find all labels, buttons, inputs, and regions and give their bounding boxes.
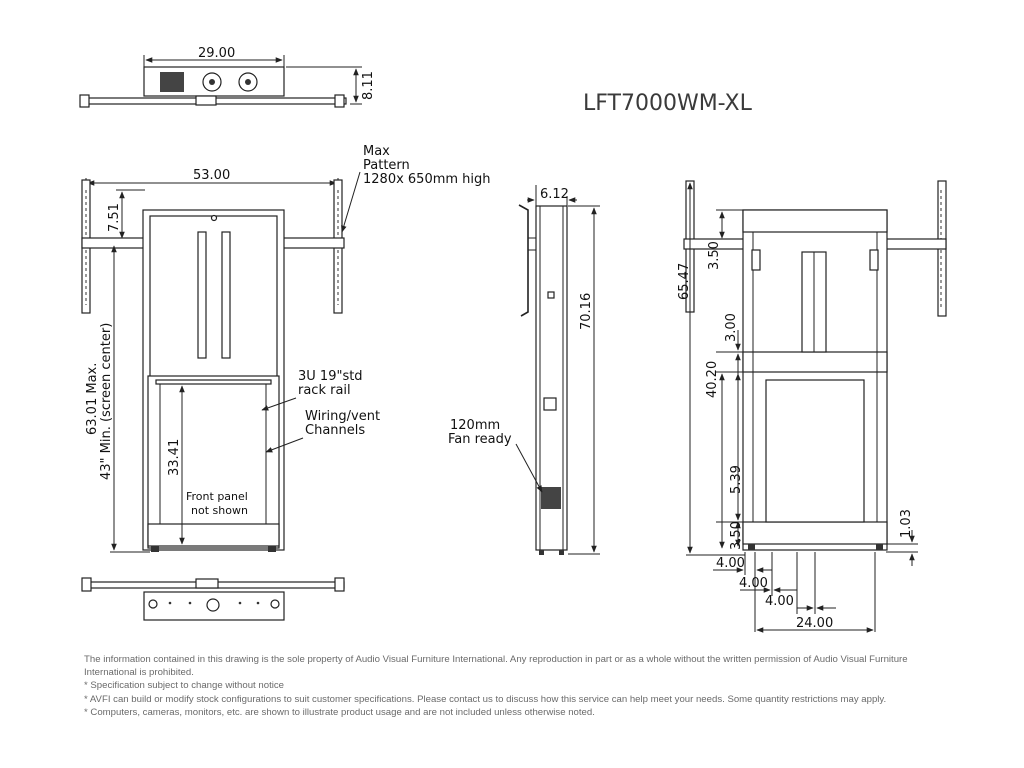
dim-top-height: 8.11 bbox=[361, 71, 376, 100]
top-fan-grille bbox=[160, 72, 184, 92]
dim-front-height-min: 43" Min. (screen center) bbox=[99, 323, 114, 480]
dim-rear-height-total: 65.47 bbox=[677, 263, 692, 300]
footer-line-4: * Computers, cameras, monitors, etc. are… bbox=[84, 706, 595, 718]
dim-top-width: 29.00 bbox=[198, 46, 235, 61]
dim-rear-width: 24.00 bbox=[796, 616, 833, 631]
bottom-view bbox=[81, 577, 345, 621]
dim-side-height: 70.16 bbox=[579, 293, 594, 330]
dim-front-width: 53.00 bbox=[193, 168, 230, 183]
dim-rear-spacing-1: 4.00 bbox=[716, 556, 745, 571]
dim-front-top-offset: 7.51 bbox=[107, 203, 122, 232]
side-view: 6.12 70.16 120mm Fan ready bbox=[448, 185, 600, 555]
dim-rear-spacing-2: 4.00 bbox=[739, 576, 768, 591]
callout-rack-rail-1: 3U 19"std bbox=[298, 369, 363, 384]
callout-wiring-1: Wiring/vent bbox=[305, 409, 380, 424]
callout-wiring-2: Channels bbox=[305, 423, 365, 438]
footer-line-2: * Specification subject to change withou… bbox=[84, 680, 284, 692]
top-view: 29.00 8.11 bbox=[79, 46, 376, 108]
dim-rear-bottom-offset: 3.50 bbox=[729, 521, 744, 550]
rear-view: 65.47 3.50 3.00 40.20 5.39 3.50 1.03 4.0… bbox=[677, 180, 947, 633]
callout-fan-1: 120mm bbox=[450, 418, 500, 433]
dim-front-height-max: 63.01 Max. bbox=[85, 363, 100, 435]
dim-rear-low-height: 5.39 bbox=[729, 465, 744, 494]
front-panel-note-2: not shown bbox=[191, 504, 248, 517]
dim-rear-foot-height: 1.03 bbox=[899, 509, 914, 538]
front-view: 53.00 33.41 Front panel not shown 7.51 bbox=[81, 144, 491, 553]
callout-fan-2: Fan ready bbox=[448, 432, 512, 447]
front-panel-note-1: Front panel bbox=[186, 490, 248, 503]
callout-max-pattern-3: 1280x 650mm high bbox=[363, 172, 491, 187]
dim-rear-top-offset: 3.50 bbox=[707, 241, 722, 270]
dim-rear-spacing-3: 4.00 bbox=[765, 594, 794, 609]
footer-notes: The information contained in this drawin… bbox=[84, 653, 944, 719]
callout-max-pattern-1: Max bbox=[363, 144, 390, 159]
dim-side-depth: 6.12 bbox=[540, 187, 569, 202]
footer-line-1: The information contained in this drawin… bbox=[84, 654, 908, 679]
footer-line-3: * AVFI can build or modify stock configu… bbox=[84, 693, 887, 705]
callout-rack-rail-2: rack rail bbox=[298, 383, 351, 398]
model-title: LFT7000WM-XL bbox=[583, 91, 753, 116]
dim-rear-mid-offset: 3.00 bbox=[724, 313, 739, 342]
dim-rear-mid-height: 40.20 bbox=[705, 361, 720, 398]
callout-max-pattern-2: Pattern bbox=[363, 158, 410, 173]
dim-rack-height: 33.41 bbox=[167, 439, 182, 476]
